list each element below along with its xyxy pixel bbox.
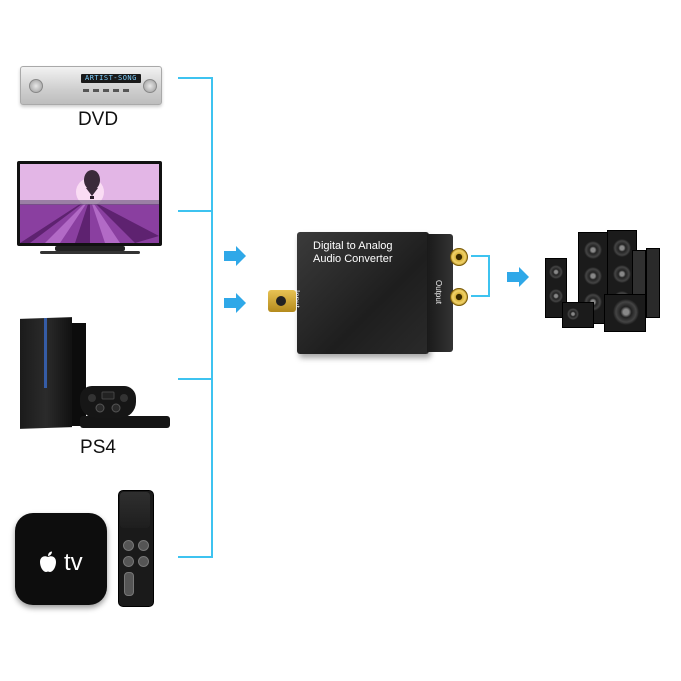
ps4-controller bbox=[80, 386, 136, 418]
apple-tv-text: tv bbox=[64, 549, 83, 576]
speaker-center bbox=[562, 302, 594, 328]
right-arrow-icon bbox=[507, 267, 529, 287]
speaker-cone bbox=[584, 267, 602, 285]
converter-side-panel: Output bbox=[427, 234, 453, 352]
subwoofer-cone bbox=[613, 299, 639, 325]
dvd-button bbox=[83, 89, 89, 92]
dvd-button bbox=[123, 89, 129, 92]
speaker-cone bbox=[613, 265, 631, 283]
output-bracket bbox=[471, 255, 490, 297]
dvd-button bbox=[103, 89, 109, 92]
speaker-satellite-left bbox=[545, 258, 567, 318]
apple-tv-logo: tv bbox=[15, 549, 107, 577]
optical-port bbox=[276, 296, 286, 306]
remote-button bbox=[138, 540, 149, 551]
tv-stand bbox=[55, 246, 125, 251]
dvd-label: DVD bbox=[77, 109, 119, 130]
remote-touchpad bbox=[120, 492, 150, 528]
output-label: Output bbox=[434, 280, 443, 305]
right-arrow-icon bbox=[224, 246, 246, 266]
remote-button bbox=[138, 556, 149, 567]
remote-button bbox=[123, 540, 134, 551]
dvd-display: ARTIST-SONG bbox=[81, 74, 141, 83]
ps4-light-bar bbox=[44, 318, 47, 388]
converter-title-line2: Audio Converter bbox=[313, 253, 393, 265]
ps4-camera bbox=[80, 416, 170, 428]
lavender-field-image bbox=[20, 164, 159, 243]
dvd-player: ARTIST-SONG bbox=[20, 66, 162, 105]
dvd-selector-knob bbox=[143, 79, 157, 93]
tv-stand-foot bbox=[40, 251, 140, 254]
speaker-cone bbox=[613, 239, 631, 257]
speaker-cone bbox=[567, 308, 579, 320]
right-arrow-icon bbox=[224, 293, 246, 313]
speaker-cone bbox=[549, 289, 563, 303]
ps4-label: PS4 bbox=[80, 437, 116, 458]
dvd-display-text: ARTIST-SONG bbox=[85, 74, 137, 82]
apple-logo-icon bbox=[40, 551, 57, 572]
converter-box: Digital to Analog Audio Converter Input bbox=[292, 232, 429, 354]
apple-tv-box: tv bbox=[15, 513, 107, 605]
converter-title-line1: Digital to Analog bbox=[313, 240, 393, 252]
remote-button bbox=[123, 556, 134, 567]
remote-volume-button bbox=[124, 572, 134, 596]
tv-screen bbox=[20, 164, 159, 243]
dvd-button bbox=[113, 89, 119, 92]
speaker-cone bbox=[549, 265, 563, 279]
rca-jack-white bbox=[450, 248, 468, 266]
speaker-slim-right bbox=[646, 248, 660, 318]
rca-jack-red bbox=[450, 288, 468, 306]
speaker-cone bbox=[584, 241, 602, 259]
dvd-volume-knob bbox=[29, 79, 43, 93]
dvd-button bbox=[93, 89, 99, 92]
subwoofer bbox=[604, 294, 646, 332]
controller-detail bbox=[88, 391, 128, 413]
